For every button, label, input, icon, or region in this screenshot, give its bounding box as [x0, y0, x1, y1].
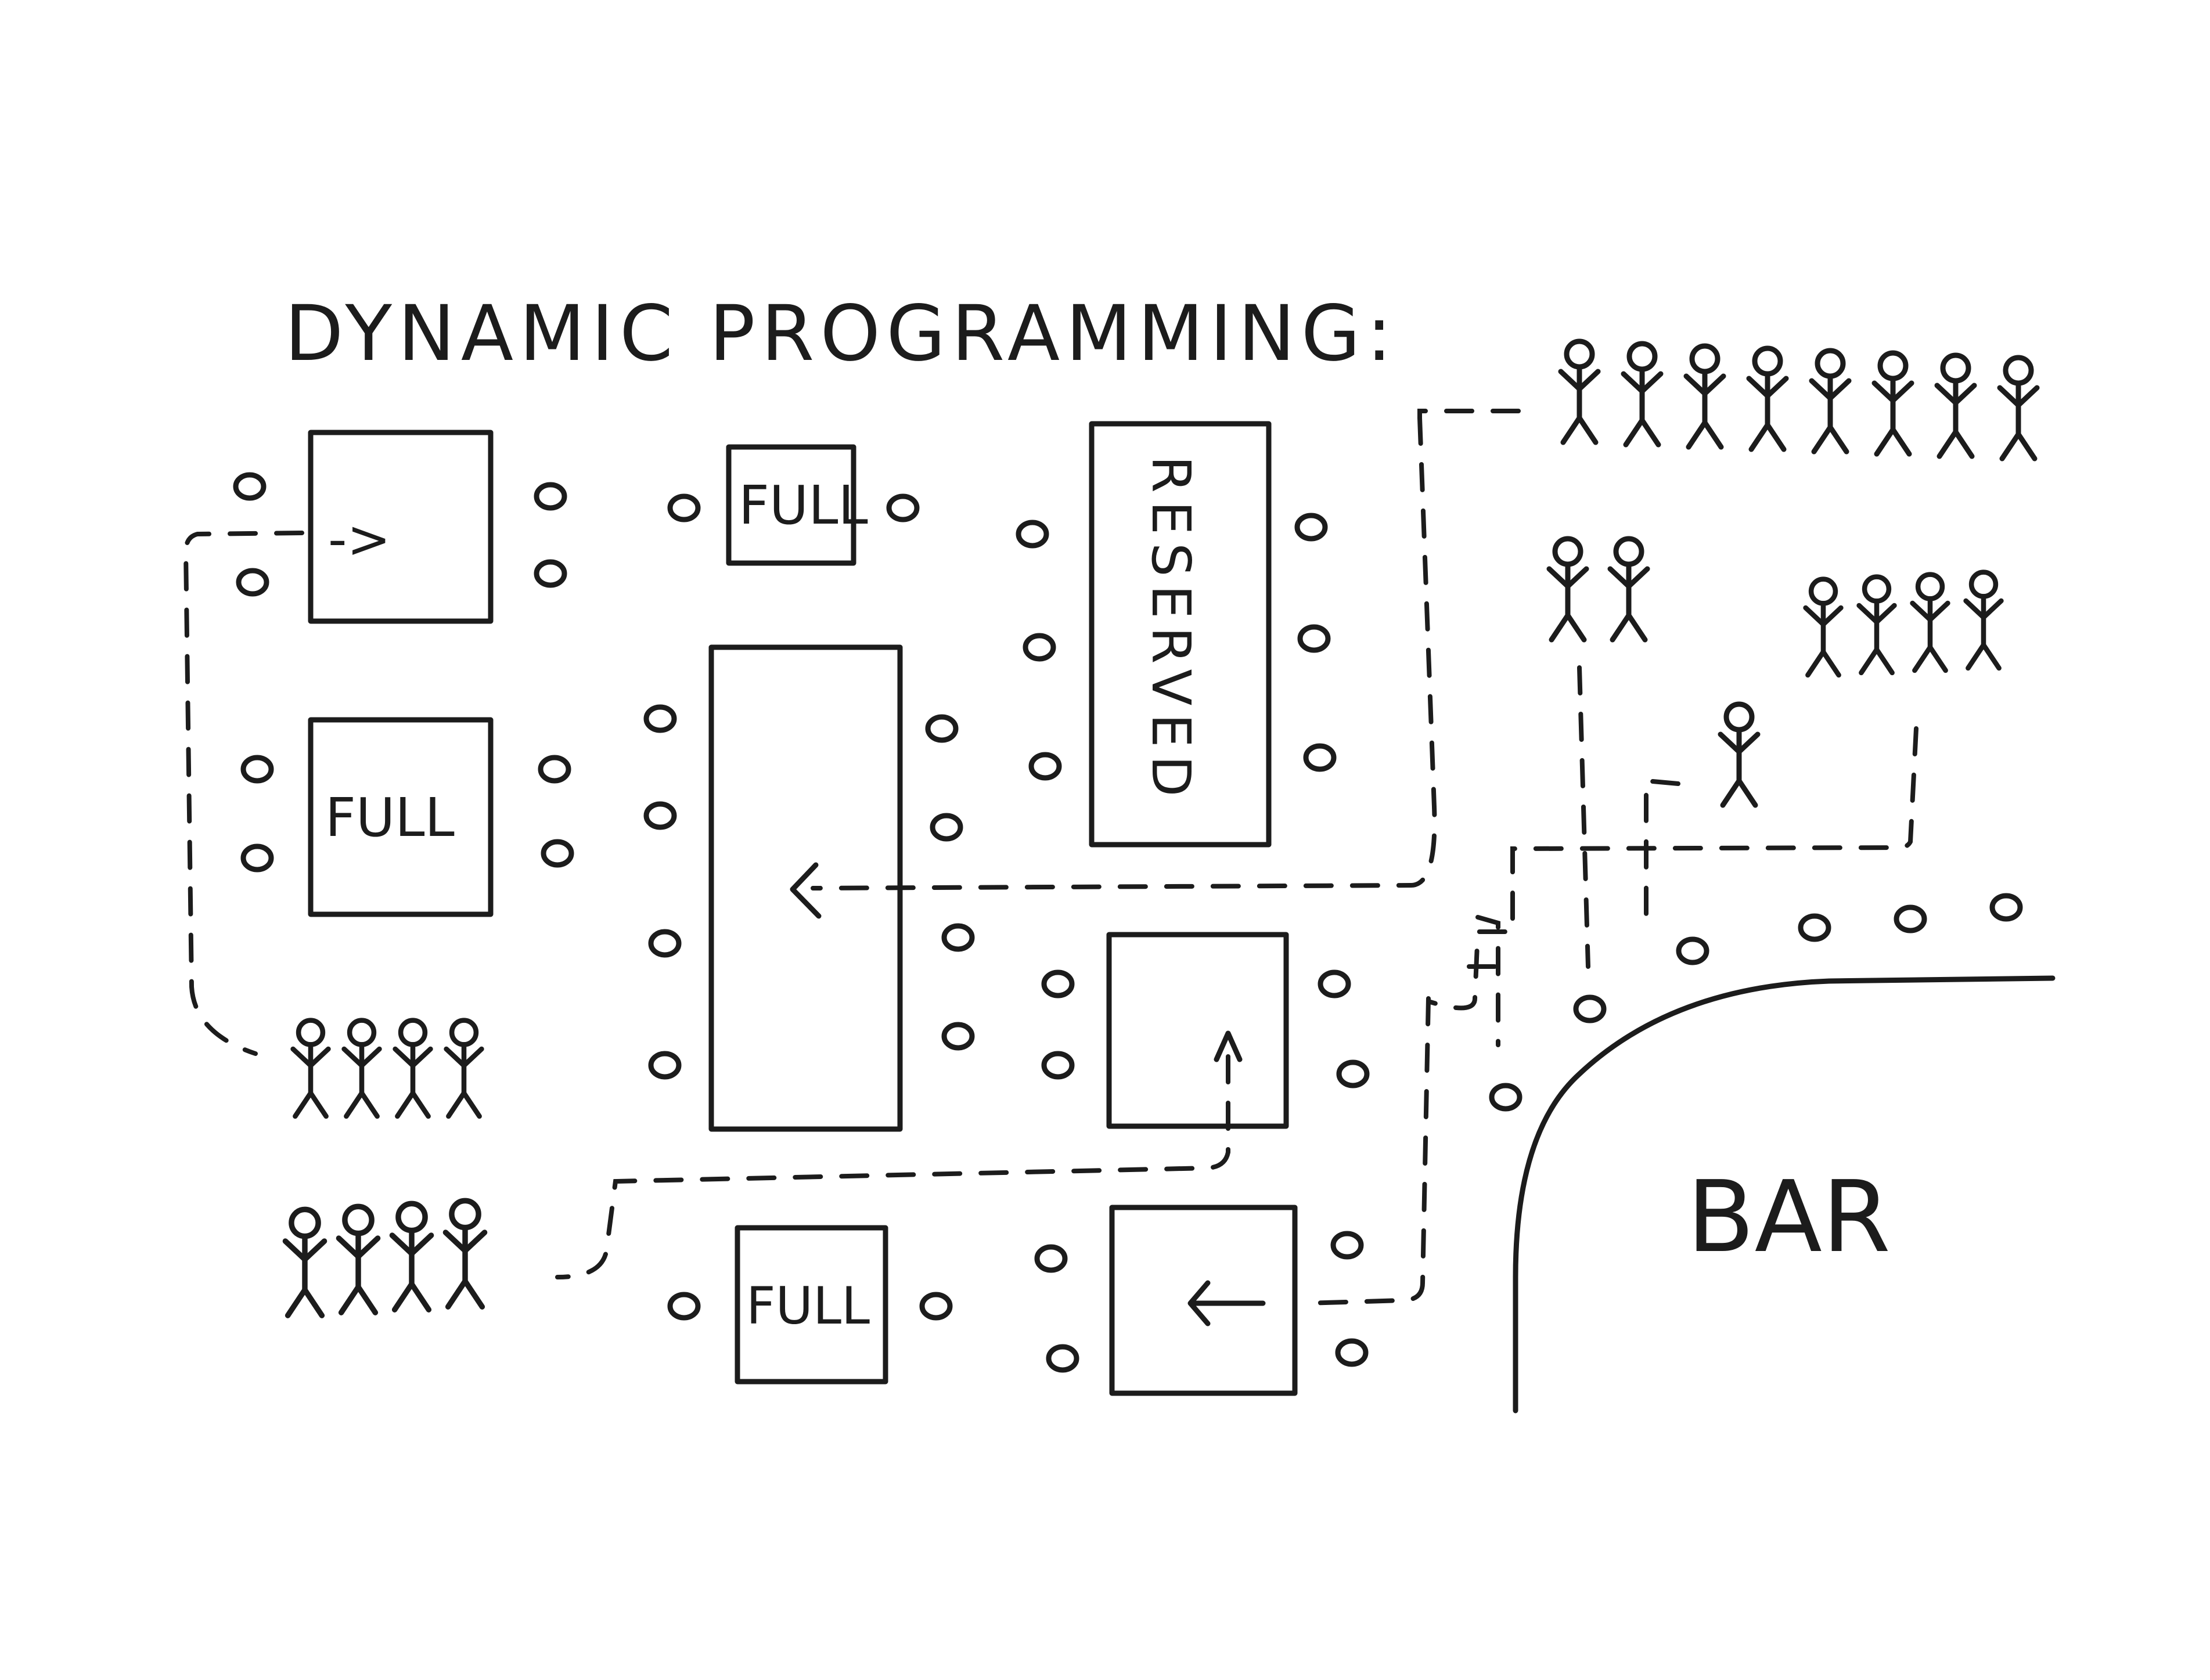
person-icon	[1558, 338, 1601, 445]
path-long-loop	[790, 409, 1521, 919]
people	[282, 338, 2040, 1318]
table-right-square	[1106, 932, 1289, 1129]
person-icon	[1546, 536, 1589, 643]
table-arrow-right: ->	[328, 509, 391, 570]
table-top-middle: FULL	[726, 444, 868, 566]
person-icon	[1803, 576, 1844, 678]
bar-label: BAR	[1687, 1160, 1891, 1275]
bar-counter-edge	[1513, 975, 2056, 1414]
person-icon	[1683, 343, 1726, 450]
diagram-title: DYNAMIC PROGRAMMING:	[285, 289, 1398, 378]
person-icon	[389, 1200, 434, 1313]
table-bottom-right	[1109, 1205, 1298, 1396]
person-icon	[442, 1198, 488, 1310]
table-long-center	[708, 644, 903, 1132]
person-icon	[393, 1018, 433, 1119]
person-icon	[1856, 574, 1897, 676]
person-icon	[1746, 345, 1789, 452]
table-label-full: FULL	[739, 474, 868, 536]
person-icon	[1997, 355, 2040, 462]
table-bottom-middle: FULL	[735, 1225, 888, 1385]
person-icon	[282, 1206, 327, 1318]
person-icon	[1621, 341, 1664, 448]
arrow-left-icon	[1187, 1280, 1266, 1326]
person-icon	[1963, 569, 2004, 671]
person-icon	[1910, 572, 1950, 673]
person-icon	[290, 1018, 331, 1119]
person-icon	[336, 1203, 381, 1315]
person-icon	[1871, 350, 1914, 457]
person-icon	[1718, 701, 1761, 808]
person-icon	[444, 1018, 484, 1119]
arrow-up-icon	[1214, 1030, 1243, 1062]
person-icon	[1607, 536, 1650, 643]
path-bar-routes	[1426, 665, 1919, 1047]
table-top-left: ->	[308, 430, 494, 624]
table-label-full: FULL	[746, 1276, 870, 1336]
person-icon	[1934, 352, 1977, 459]
path-bottom-route	[555, 996, 1431, 1306]
person-icon	[341, 1018, 382, 1119]
person-icon	[1809, 348, 1852, 455]
table-middle-left: FULL	[308, 717, 494, 917]
table-reserved: RESERVED	[1089, 421, 1272, 848]
table-label-reserved: RESERVED	[1140, 456, 1202, 805]
table-label-full: FULL	[325, 787, 455, 849]
chairs	[233, 472, 2023, 1373]
path-left-loop	[183, 531, 304, 1056]
